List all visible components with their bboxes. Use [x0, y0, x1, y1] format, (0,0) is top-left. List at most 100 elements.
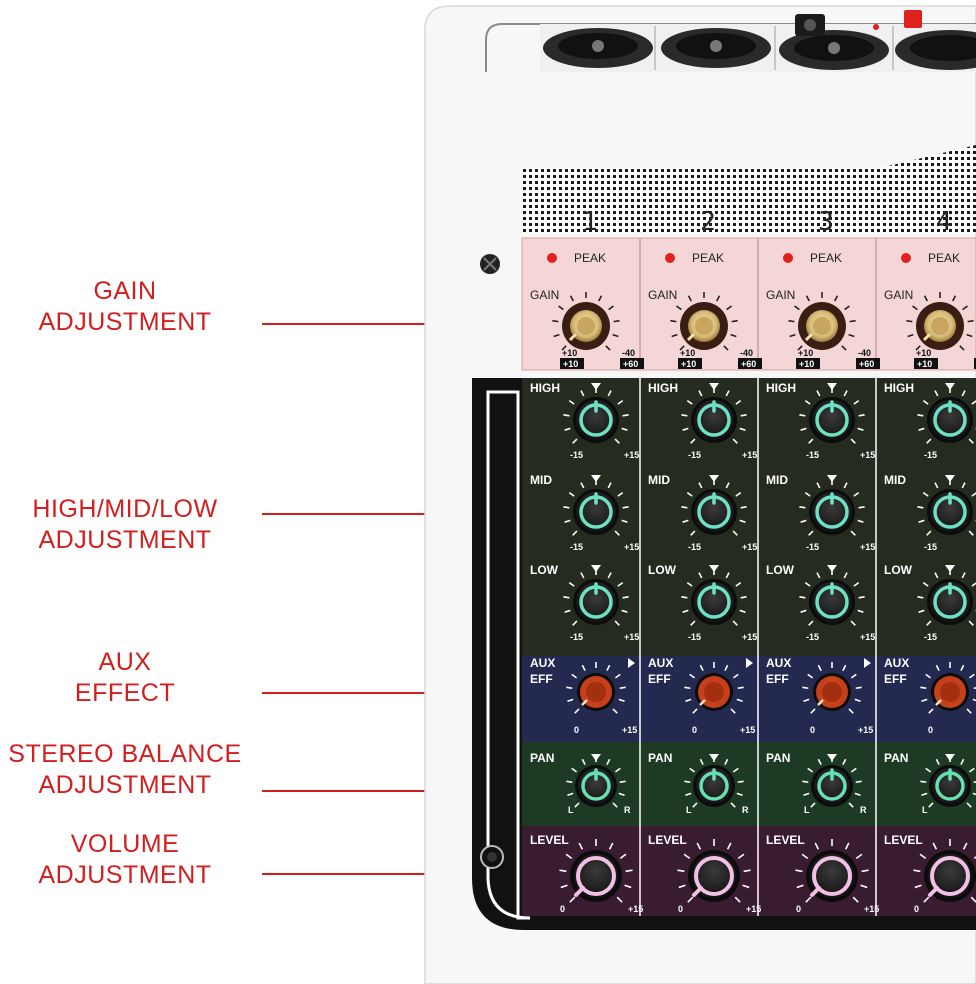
gain-box-right: +60	[859, 359, 874, 369]
high-tick-max: +15	[860, 450, 875, 460]
high-tick-max: +15	[624, 450, 639, 460]
level-knob[interactable]	[570, 850, 622, 902]
mid-label: MID	[766, 473, 788, 487]
channel-strip-1: 1PEAKGAIN+10-40+10+60HIGH-15+15MID-15+15…	[530, 207, 644, 916]
callout-volume-line2: ADJUSTMENT	[38, 861, 212, 889]
gain-box-left: +10	[563, 359, 578, 369]
level-tick-max: +15	[746, 904, 761, 914]
pan-tick-right: R	[624, 805, 631, 815]
aux-tick-max: +15	[740, 725, 755, 735]
xlr-jack-3-icon[interactable]	[779, 30, 889, 70]
level-knob[interactable]	[924, 850, 976, 902]
high-eq-knob[interactable]	[691, 397, 737, 443]
high-label: HIGH	[766, 381, 796, 395]
mid-tick-min: -15	[806, 542, 819, 552]
callout-eq-line2: ADJUSTMENT	[38, 526, 212, 554]
pan-tick-right: R	[742, 805, 749, 815]
xlr-jack-1-icon[interactable]	[543, 28, 653, 68]
level-tick-min: 0	[796, 904, 801, 914]
callout-aux-line2: EFFECT	[74, 679, 176, 707]
callout-aux-line1: AUX	[98, 648, 152, 676]
low-eq-knob[interactable]	[809, 579, 855, 625]
level-tick-min: 0	[678, 904, 683, 914]
low-tick-min: -15	[688, 632, 701, 642]
gain-tick-left: +10	[680, 348, 695, 358]
low-eq-knob[interactable]	[927, 579, 973, 625]
mid-label: MID	[530, 473, 552, 487]
gain-label: GAIN	[648, 288, 677, 302]
gain-knob[interactable]	[562, 302, 610, 350]
mid-eq-knob[interactable]	[573, 489, 619, 535]
level-knob[interactable]	[688, 850, 740, 902]
gain-section	[521, 237, 976, 371]
mid-tick-min: -15	[688, 542, 701, 552]
low-tick-min: -15	[806, 632, 819, 642]
mid-eq-knob[interactable]	[809, 489, 855, 535]
pan-tick-left: L	[568, 805, 574, 815]
pan-knob[interactable]	[693, 765, 735, 807]
mid-tick-max: +15	[860, 542, 875, 552]
low-eq-knob[interactable]	[573, 579, 619, 625]
callout-volume-line1: VOLUME	[70, 830, 180, 858]
peak-label: PEAK	[928, 251, 960, 265]
low-tick-max: +15	[624, 632, 639, 642]
pan-knob[interactable]	[811, 765, 853, 807]
channel-number: 4	[936, 207, 952, 237]
level-label: LEVEL	[766, 833, 805, 847]
high-eq-knob[interactable]	[927, 397, 973, 443]
high-label: HIGH	[530, 381, 560, 395]
callout-aux-effect: AUX EFFECT	[0, 647, 250, 709]
gain-box-right: +60	[741, 359, 756, 369]
low-eq-knob[interactable]	[691, 579, 737, 625]
callout-aux-line	[262, 692, 582, 694]
mid-eq-knob[interactable]	[691, 489, 737, 535]
channel-number: 2	[700, 207, 716, 237]
high-tick-max: +15	[742, 450, 757, 460]
pan-tick-left: L	[686, 805, 692, 815]
aux-knob[interactable]	[695, 673, 733, 711]
gain-box-right: +60	[623, 359, 638, 369]
low-label: LOW	[766, 563, 795, 577]
aux-knob[interactable]	[577, 673, 615, 711]
aux-tick-min: 0	[692, 725, 697, 735]
low-label: LOW	[648, 563, 677, 577]
high-eq-knob[interactable]	[573, 397, 619, 443]
pan-knob[interactable]	[575, 765, 617, 807]
pan-tick-left: L	[922, 805, 928, 815]
callout-volume-adjustment: VOLUME ADJUSTMENT	[0, 829, 250, 891]
level-tick-max: +15	[628, 904, 643, 914]
peak-led-icon	[783, 253, 793, 263]
gain-box-left: +10	[681, 359, 696, 369]
mid-tick-min: -15	[570, 542, 583, 552]
gain-knob[interactable]	[916, 302, 964, 350]
callout-gain-adjustment: GAIN ADJUSTMENT	[0, 276, 250, 338]
high-tick-min: -15	[806, 450, 819, 460]
grille	[522, 168, 976, 232]
pan-label: PAN	[766, 751, 790, 765]
power-led-icon	[873, 24, 879, 30]
low-label: LOW	[530, 563, 559, 577]
gain-knob[interactable]	[680, 302, 728, 350]
connector-strip	[485, 10, 976, 72]
aux-tick-max: +15	[622, 725, 637, 735]
level-knob[interactable]	[806, 850, 858, 902]
aux-knob[interactable]	[813, 673, 851, 711]
gain-box-left: +10	[917, 359, 932, 369]
high-eq-knob[interactable]	[809, 397, 855, 443]
pan-label: PAN	[530, 751, 554, 765]
pan-knob[interactable]	[929, 765, 971, 807]
aux-label: AUX	[530, 656, 555, 670]
aux-knob[interactable]	[931, 673, 969, 711]
high-tick-min: -15	[570, 450, 583, 460]
xlr-jack-2-icon[interactable]	[661, 28, 771, 68]
gain-tick-left: +10	[562, 348, 577, 358]
xlr-jack-4-icon[interactable]	[895, 30, 976, 70]
gain-label: GAIN	[766, 288, 795, 302]
eff-label: EFF	[530, 672, 553, 686]
mid-eq-knob[interactable]	[927, 489, 973, 535]
low-label: LOW	[884, 563, 913, 577]
gain-knob[interactable]	[798, 302, 846, 350]
gain-label: GAIN	[884, 288, 913, 302]
peak-label: PEAK	[810, 251, 842, 265]
power-button-icon[interactable]	[904, 10, 922, 28]
